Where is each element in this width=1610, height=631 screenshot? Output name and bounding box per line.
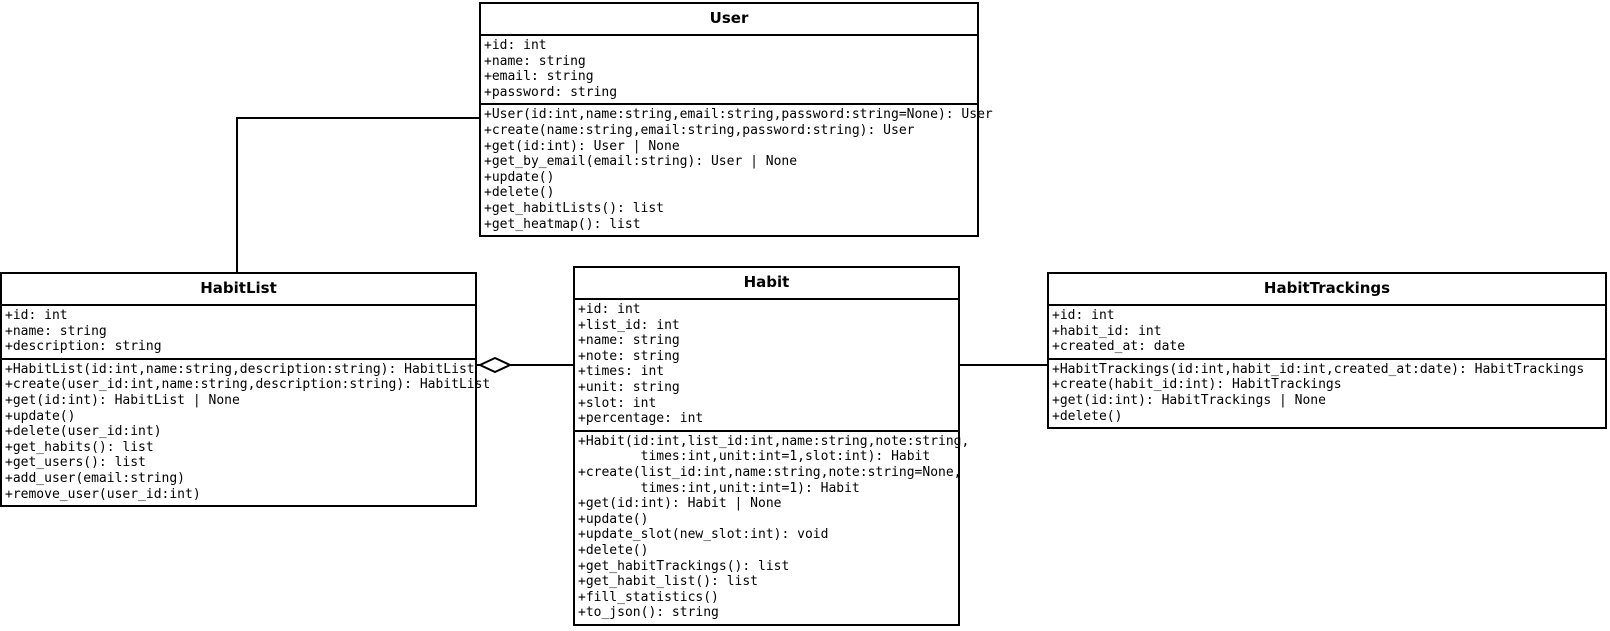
operation-row: +get(id:int): Habit | None: [578, 496, 782, 512]
operation-row: +delete(): [1052, 408, 1123, 424]
operation-row: +get_habit_list(): list: [578, 574, 759, 590]
class-title-user: User: [481, 4, 977, 36]
operation-row: +get_habitLists(): list: [484, 200, 665, 216]
attribute-row: +times: int: [578, 364, 665, 380]
class-operations-habitlist: +HabitList(id:int,name:string,descriptio…: [2, 360, 491, 505]
operation-row: +get_habits(): list: [5, 439, 154, 455]
operation-row: +delete(): [484, 185, 555, 201]
operation-row: +get(id:int): HabitList | None: [5, 392, 240, 408]
operation-row: +get(id:int): HabitTrackings | None: [1052, 392, 1326, 408]
edge-user-habitlist-horizontal: [236, 117, 481, 119]
operation-row: +update(): [484, 169, 555, 185]
attribute-row: +name: string: [578, 333, 680, 349]
operation-row: +create(habit_id:int): HabitTrackings: [1052, 377, 1342, 393]
operation-row: +get_habitTrackings(): list: [578, 558, 790, 574]
class-operations-habit: +Habit(id:int,list_id:int,name:string,no…: [575, 432, 970, 624]
attribute-row: +percentage: int: [578, 411, 704, 427]
class-box-habitlist[interactable]: HabitList +id: int +name: string +descri…: [0, 272, 491, 508]
class-attributes-habit: +id: int +list_id: int +name: string +no…: [575, 300, 958, 432]
operation-row: +to_json(): string: [578, 605, 719, 621]
operation-row: times:int,unit:int=1): Habit: [578, 480, 860, 496]
attribute-row: +note: string: [578, 348, 680, 364]
operation-row: +create(user_id:int,name:string,descript…: [5, 377, 491, 393]
attribute-row: +id: int: [1052, 308, 1115, 323]
operation-row: +update(): [578, 511, 649, 527]
operation-row: +User(id:int,name:string,email:string,pa…: [484, 107, 993, 123]
class-box-habittrackings[interactable]: HabitTrackings +id: int +habit_id: int +…: [1047, 272, 1607, 430]
attribute-row: +id: int: [484, 38, 547, 53]
attribute-row: +slot: int: [578, 395, 657, 411]
operation-row: +get_by_email(email:string): User | None: [484, 154, 798, 170]
attribute-row: +password: string: [484, 84, 618, 100]
class-title-habitlist: HabitList: [2, 274, 475, 306]
class-attributes-user: +id: int +name: string +email: string +p…: [481, 36, 977, 106]
attribute-row: +unit: string: [578, 379, 680, 395]
aggregation-diamond-icon: [477, 356, 513, 377]
class-box-habit[interactable]: Habit +id: int +list_id: int +name: stri…: [573, 266, 970, 626]
attribute-row: +id: int: [578, 302, 641, 317]
class-title-habit: Habit: [575, 268, 958, 300]
class-operations-user: +User(id:int,name:string,email:string,pa…: [481, 105, 993, 235]
operation-row: +create(name:string,email:string,passwor…: [484, 122, 915, 138]
attribute-row: +name: string: [5, 323, 107, 339]
operation-row: +delete(): [578, 542, 649, 558]
attribute-row: +id: int: [5, 308, 68, 323]
operation-row: +remove_user(user_id:int): [5, 486, 201, 502]
attribute-row: +email: string: [484, 69, 594, 85]
operation-row: +Habit(id:int,list_id:int,name:string,no…: [578, 433, 970, 449]
class-title-habittrackings: HabitTrackings: [1049, 274, 1605, 306]
operation-row: +fill_statistics(): [578, 589, 719, 605]
attribute-row: +name: string: [484, 53, 586, 69]
class-attributes-habittrackings: +id: int +habit_id: int +created_at: dat…: [1049, 306, 1605, 360]
operation-row: +add_user(email:string): [5, 470, 186, 486]
attribute-row: +habit_id: int: [1052, 323, 1162, 339]
operation-row: +HabitTrackings(id:int,habit_id:int,crea…: [1052, 361, 1585, 377]
operation-row: +HabitList(id:int,name:string,descriptio…: [5, 361, 475, 377]
class-attributes-habitlist: +id: int +name: string +description: str…: [2, 306, 475, 360]
class-operations-habittrackings: +HabitTrackings(id:int,habit_id:int,crea…: [1049, 360, 1605, 427]
operation-row: +get_users(): list: [5, 455, 146, 471]
operation-row: +update_slot(new_slot:int): void: [578, 527, 829, 543]
operation-row: +get(id:int): User | None: [484, 138, 680, 154]
operation-row: +delete(user_id:int): [5, 424, 162, 440]
edge-habit-habittrackings-line: [958, 364, 1049, 366]
class-box-user[interactable]: User +id: int +name: string +email: stri…: [479, 2, 993, 238]
operation-row: times:int,unit:int=1,slot:int): Habit: [578, 449, 931, 465]
attribute-row: +description: string: [5, 339, 162, 355]
edge-habitlist-habit-line: [476, 364, 575, 366]
edge-user-habitlist-vertical: [236, 117, 238, 274]
operation-row: +create(list_id:int,name:string,note:str…: [578, 464, 962, 480]
attribute-row: +created_at: date: [1052, 339, 1186, 355]
attribute-row: +list_id: int: [578, 317, 680, 333]
operation-row: +update(): [5, 408, 76, 424]
operation-row: +get_heatmap(): list: [484, 216, 641, 232]
